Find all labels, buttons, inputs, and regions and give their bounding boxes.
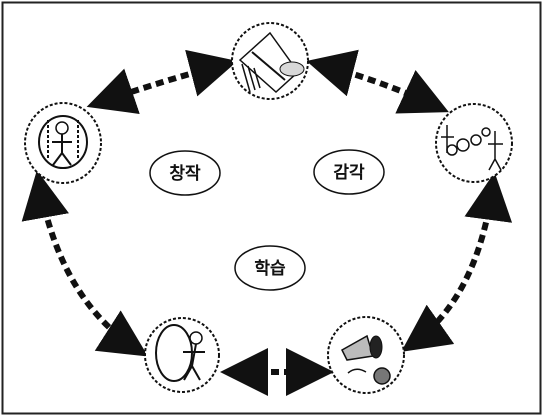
learning-label: 학습 xyxy=(234,245,306,291)
racket-sports-icon xyxy=(231,22,309,100)
hoop-jump-icon xyxy=(24,102,102,184)
creation-label-text: 창작 xyxy=(169,164,201,184)
connector-top-upper-left xyxy=(86,49,238,115)
connector-upper-left-lower-left xyxy=(21,170,149,357)
hoop-spin-icon xyxy=(144,317,220,393)
creation-label: 창작 xyxy=(149,150,221,196)
connector-top-upper-right xyxy=(306,49,449,114)
sense-label: 감각 xyxy=(313,149,385,195)
learning-label-text: 학습 xyxy=(254,259,286,279)
sense-label-text: 감각 xyxy=(333,163,365,183)
balloon-figures-icon xyxy=(435,103,513,183)
connector-upper-right-lower-right xyxy=(401,172,513,352)
megaphone-ball-icon xyxy=(327,316,405,394)
